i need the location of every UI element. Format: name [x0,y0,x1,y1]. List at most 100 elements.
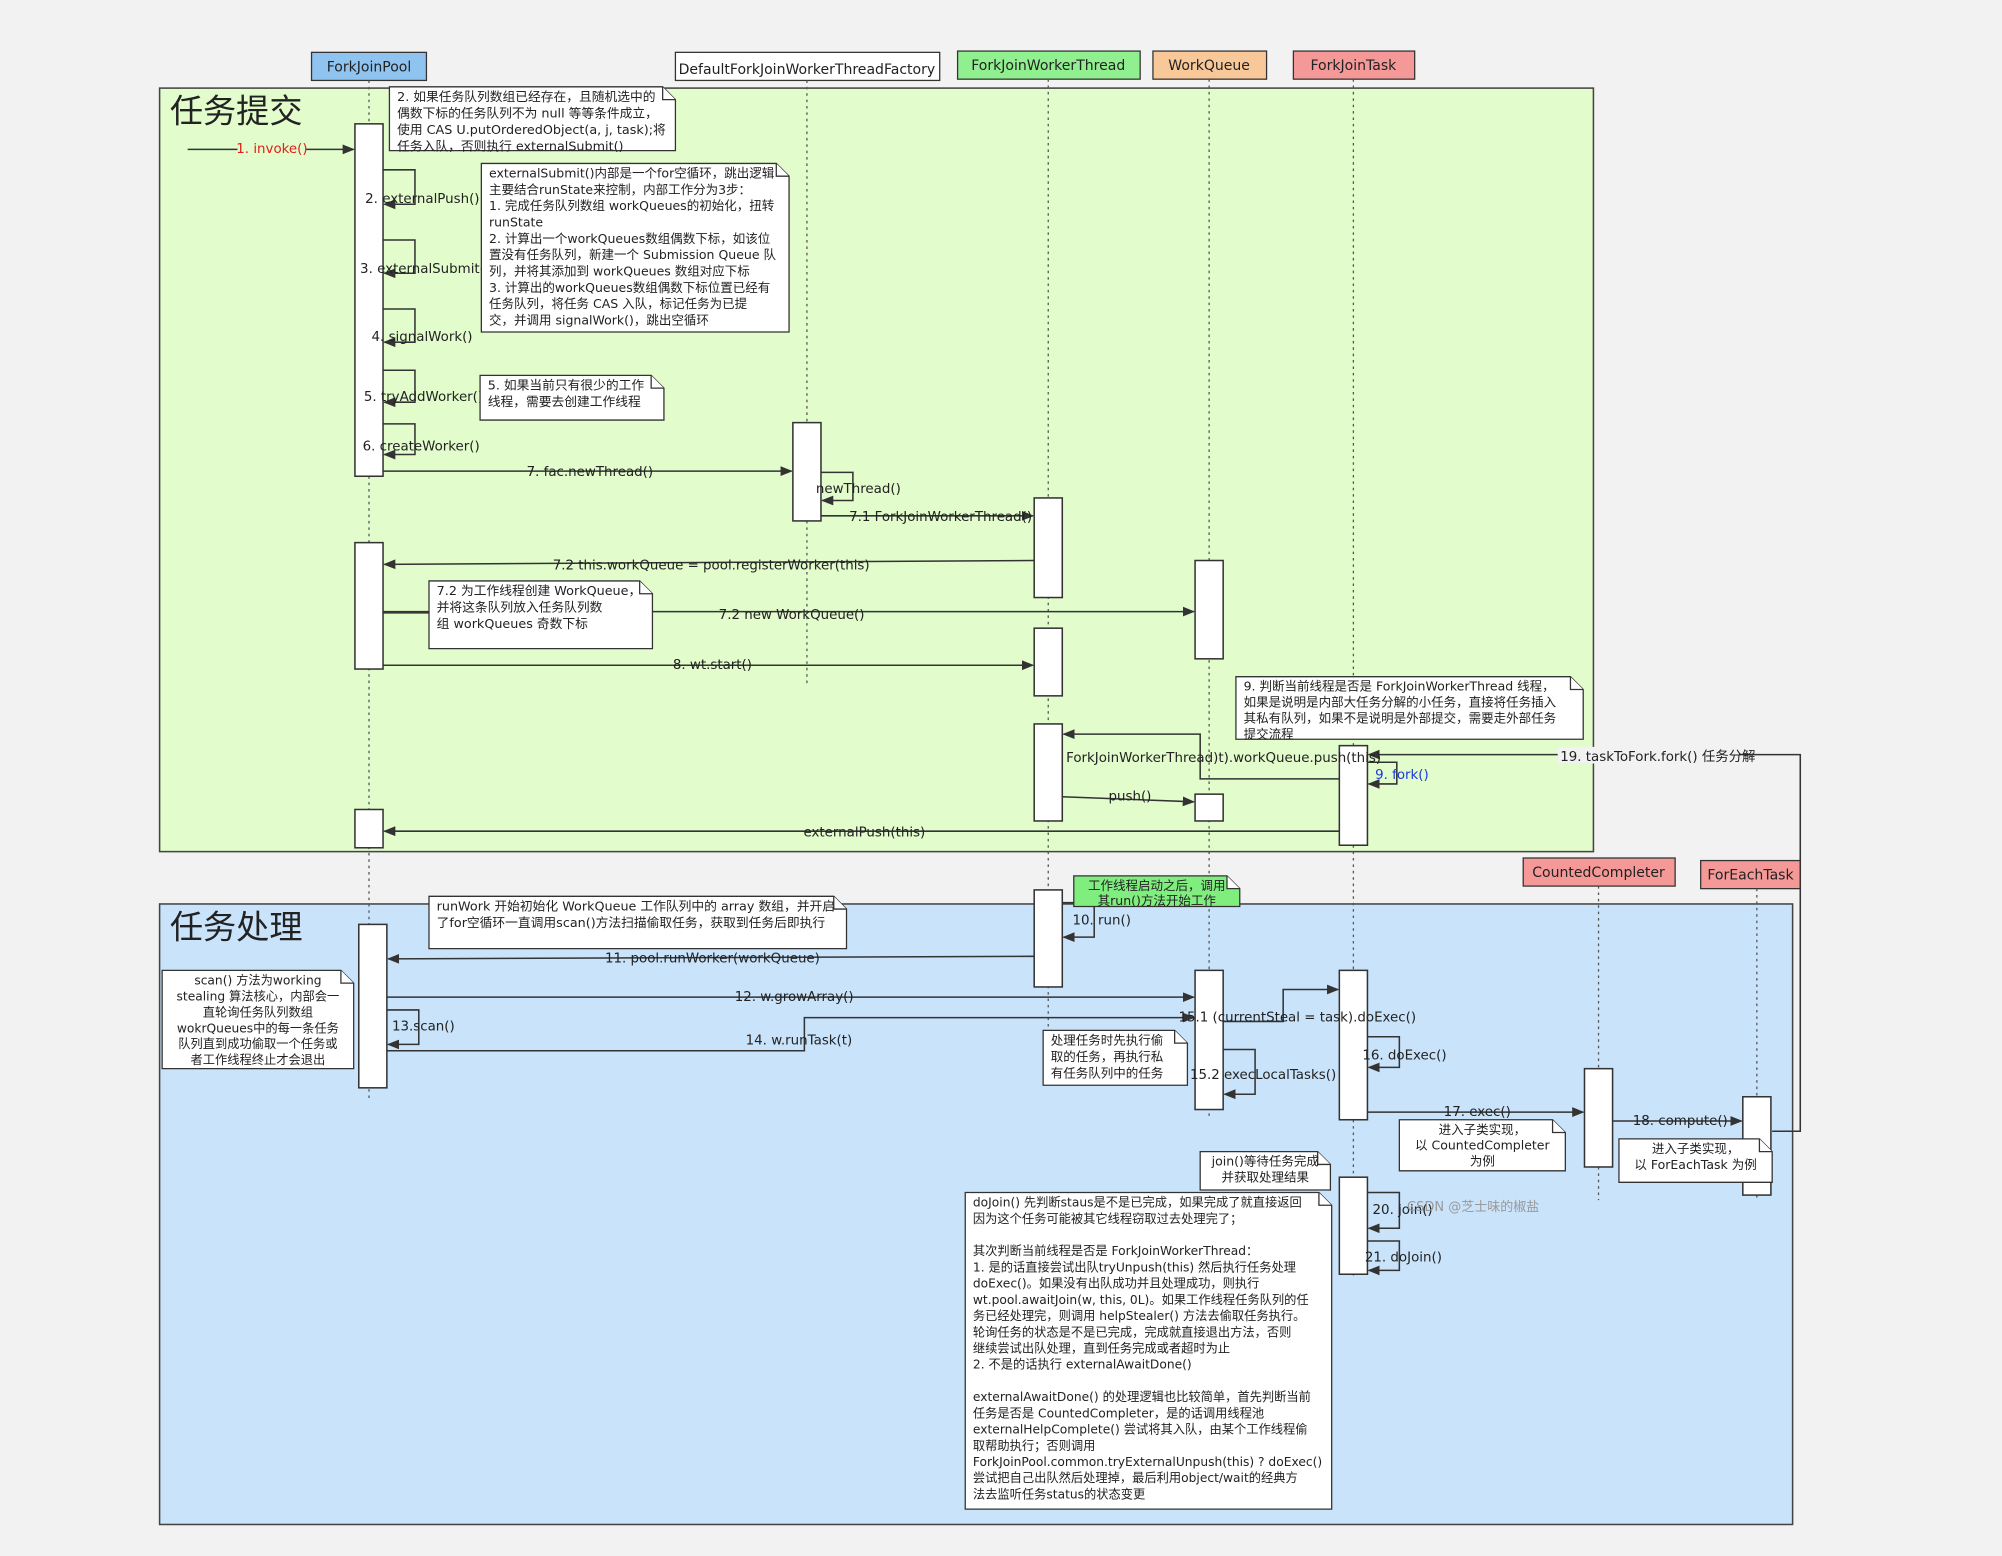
svg-text:8. wt.start(): 8. wt.start() [673,658,752,673]
msg-registerworker: 7.2 this.workQueue = pool.registerWorker… [383,558,1035,573]
note-n-rw: runWork 开始初始化 WorkQueue 工作队列中的 array 数组，… [428,895,848,950]
note-line: 并获取处理结果 [1222,1170,1310,1185]
svg-text:newThread(): newThread() [816,482,901,497]
note-line: 了for空循环一直调用scan()方法扫描偷取任务，获取到任务后即执行 [437,915,826,931]
svg-text:18. compute(): 18. compute() [1633,1114,1728,1129]
note-line: 以 CountedCompleter [1415,1138,1550,1153]
note-line: 提交流程 [1244,727,1295,742]
note-line: 工作线程启动之后，调用 [1088,878,1226,893]
note-line: 偶数下标的任务队列不为 null 等等条件成立， [397,105,658,121]
svg-text:ForEachTask: ForEachTask [1707,868,1794,884]
msg-fork-self: 9. fork() [1367,761,1429,789]
activation-wt-1 [1033,497,1064,599]
activation-factory [792,421,822,522]
msg-taskfork-19: 19. taskToFork.fork() 任务分解 [1367,746,1802,1132]
svg-text:7. fac.newThread(): 7. fac.newThread() [527,465,654,480]
msg-runworker: 11. pool.runWorker(workQueue) [386,952,1035,967]
note-line: 直轮询任务队列数组 [203,1004,313,1019]
activation-pool-3 [354,808,384,849]
svg-text:21. doJoin(): 21. doJoin() [1365,1250,1442,1265]
note-line: runWork 开始初始化 WorkQueue 工作队列中的 array 数组，… [437,898,835,914]
note-n9: 9. 判断当前线程是否是 ForkJoinWorkerThread 线程，如果是… [1235,676,1584,742]
svg-text:4. signalWork(): 4. signalWork() [372,330,473,345]
note-line: 其次判断当前线程是否是 ForkJoinWorkerThread： [973,1243,1258,1258]
svg-text:7.2 new WorkQueue(): 7.2 new WorkQueue() [719,608,865,623]
note-n-dojoin: doJoin() 先判断staus是不是已完成，如果完成了就直接返回因为这个任务… [964,1191,1333,1510]
note-line: 1. 是的话直接尝试出队tryUnpush(this) 然后执行任务处理 [973,1259,1296,1274]
note-line: 为例 [1470,1154,1495,1169]
note-line: 因为这个任务可能被其它线程窃取过去处理完了； [973,1211,1243,1226]
note-line: 1. 完成任务队列数组 workQueues的初始化，扭转 [489,198,774,213]
msg-exec: 17. exec() [1367,1105,1585,1120]
note-line: 继续尝试出队处理，直到任务完成或者超时为止 [973,1340,1230,1355]
msg-createworker: 6. createWorker() [363,423,480,460]
svg-text:7.2 this.workQueue = pool.regi: 7.2 this.workQueue = pool.registerWorker… [553,558,870,573]
svg-text:6. createWorker(): 6. createWorker() [363,440,480,455]
note-line: externalHelpComplete() 尝试将其入队，由某个工作线程偷 [973,1422,1308,1437]
svg-text:CountedCompleter: CountedCompleter [1532,865,1665,881]
note-line: doJoin() 先判断staus是不是已完成，如果完成了就直接返回 [973,1195,1302,1210]
activation-pool-4 [358,923,388,1089]
svg-text:15.1 (currentSteal = task).doE: 15.1 (currentSteal = task).doExec() [1178,1010,1416,1025]
note-line: 取的任务，再执行私 [1051,1049,1164,1064]
note-line: 以 ForEachTask 为例 [1634,1157,1756,1172]
participant-foreachtask: ForEachTask [1700,859,1801,890]
msg-fac-newthread: 7. fac.newThread() [383,465,793,480]
note-line: 务已经处理完，则调用 helpStealer() 方法去偷取任务执行。 [973,1308,1305,1323]
activation-wq-3 [1194,969,1224,1111]
msg-newthread-self: newThread() [816,471,901,506]
msg-doexec-151: 15.1 (currentSteal = task).doExec() [1178,984,1416,1025]
note-line: 5. 如果当前只有很少的工作 [488,377,645,393]
note-line: 线程，需要去创建工作线程 [488,395,641,410]
note-line: doExec()。如果没有出队成功并且处理成功，则执行 [973,1276,1259,1291]
activation-task-3 [1338,1176,1369,1275]
msg-growarray: 12. w.growArray() [386,990,1196,1005]
note-line: 交，并调用 signalWork()，跳出空循环 [489,313,709,328]
svg-text:1. invoke(): 1. invoke() [236,142,307,157]
msg-push: push() [1062,790,1196,807]
note-line: 主要结合runState来控制，内部工作分为3步： [489,182,751,197]
note-line: 法去监听任务status的状态变更 [973,1486,1145,1501]
activation-task-2 [1338,969,1369,1121]
note-line: wokrQueues中的每一条任务 [177,1020,339,1035]
note-line: scan() 方法为working [194,972,321,987]
note-line: 置没有任务队列，新建一个 Submission Queue 队 [489,247,776,262]
participant-worker-thread: ForkJoinWorkerThread [956,50,1141,80]
svg-text:15.2 execLocalTasks(): 15.2 execLocalTasks() [1190,1068,1336,1083]
svg-text:ForkJoinPool: ForkJoinPool [327,60,412,76]
activation-task-1 [1338,744,1369,846]
note-line: 3. 计算出的workQueues数组偶数下标位置已经有 [489,280,770,295]
msg-runtask: 14. w.runTask(t) [386,1012,1196,1052]
svg-text:WorkQueue: WorkQueue [1168,58,1250,74]
note-line: 队列直到成功偷取一个任务或 [178,1036,337,1051]
note-line: 任务是否是 CountedCompleter，是的话调用线程池 [973,1405,1264,1420]
section-process-title: 任务处理 [170,907,303,946]
msg-compute: 18. compute() [1612,1114,1743,1129]
svg-text:14. w.runTask(t): 14. w.runTask(t) [746,1033,853,1048]
note-line: 并将这条队列放入任务队列数 [437,600,603,616]
activation-cc [1583,1067,1614,1168]
msg-dojoin: 21. doJoin() [1365,1240,1442,1276]
note-line: 如果是说明是内部大任务分解的小任务，直接将任务插入 [1244,695,1557,710]
svg-text:16. doExec(): 16. doExec() [1362,1049,1446,1064]
note-line: 进入子类实现， [1652,1141,1740,1156]
svg-text:13.scan(): 13.scan() [392,1019,455,1034]
msg-externalpush: 2. externalPush() [365,169,480,210]
note-line: join()等待任务完成 [1211,1154,1319,1169]
note-line: 2. 计算出一个workQueues数组偶数下标，如该位 [489,231,770,246]
note-line: 尝试把自己出队然后处理掉，最后利用object/wait的经典方 [973,1470,1298,1485]
note-line: 进入子类实现， [1439,1122,1527,1137]
svg-text:2. externalPush(): 2. externalPush() [365,192,479,207]
msg-join: 20. join() [1367,1191,1433,1234]
participant-workqueue: WorkQueue [1152,50,1268,80]
svg-text:10. run(): 10. run() [1073,913,1131,928]
msg-scan-self: 13.scan() [386,1009,455,1050]
note-line: 取帮助执行；否则调用 [973,1439,1096,1453]
svg-text:9. fork(): 9. fork() [1375,768,1429,783]
